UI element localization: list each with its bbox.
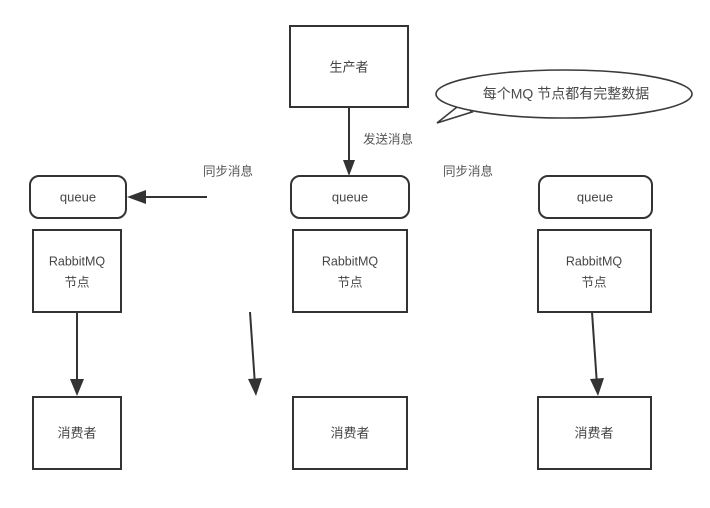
edge-producer-to-queue-arrowhead	[343, 160, 355, 176]
node-consumer-1[interactable]: 消费者	[32, 396, 122, 470]
node-consumer-3[interactable]: 消费者	[537, 396, 652, 470]
node-queue-3[interactable]: queue	[538, 175, 653, 219]
edge-broker-to-consumer-2-line	[249, 311, 256, 386]
edge-broker-to-consumer-1	[70, 312, 84, 396]
node-queue-2-box[interactable]	[290, 175, 410, 219]
node-consumer-3-box[interactable]	[537, 396, 652, 470]
node-queue-1[interactable]: queue	[29, 175, 127, 219]
edge-broker-to-consumer-3	[590, 311, 604, 396]
node-queue-1-box[interactable]	[29, 175, 127, 219]
edge-label-sync-right: 同步消息	[443, 163, 493, 178]
node-producer[interactable]: 生产者	[289, 25, 409, 108]
edge-broker-to-consumer-3-arrowhead	[590, 378, 604, 396]
node-broker-2[interactable]: RabbitMQ 节点	[292, 229, 408, 313]
node-broker-1-box[interactable]	[32, 229, 122, 313]
edge-label-send-message: 发送消息	[363, 131, 413, 146]
edge-producer-to-queue	[343, 107, 355, 176]
edge-broker-to-consumer-2	[248, 311, 262, 396]
callout-bubble-text: 每个MQ 节点都有完整数据	[483, 86, 649, 102]
edge-broker-to-consumer-2-arrowhead	[248, 378, 262, 396]
node-broker-3-label-line2: 节点	[581, 275, 606, 289]
node-broker-1[interactable]: RabbitMQ 节点	[32, 229, 122, 313]
node-broker-3-label-line1: RabbitMQ	[566, 254, 623, 268]
edge-label-sync-left: 同步消息	[203, 163, 253, 178]
node-broker-3[interactable]: RabbitMQ 节点	[537, 229, 652, 313]
edge-broker-to-consumer-1-arrowhead	[70, 379, 84, 396]
node-consumer-2[interactable]: 消费者	[292, 396, 408, 470]
node-queue-3-label: queue	[577, 189, 613, 204]
node-broker-3-box[interactable]	[537, 229, 652, 313]
node-producer-box[interactable]	[289, 25, 409, 108]
node-broker-1-label-line2: 节点	[64, 275, 89, 289]
callout-bubble-body[interactable]	[435, 69, 693, 119]
node-queue-2[interactable]: queue	[290, 175, 410, 219]
node-broker-1-label-line1: RabbitMQ	[49, 254, 106, 268]
node-consumer-1-box[interactable]	[32, 396, 122, 470]
node-queue-2-label: queue	[332, 189, 368, 204]
node-broker-2-label-line2: 节点	[337, 275, 362, 289]
node-consumer-2-box[interactable]	[292, 396, 408, 470]
node-broker-2-box[interactable]	[292, 229, 408, 313]
node-queue-1-label: queue	[60, 189, 96, 204]
edge-sync-left	[127, 190, 207, 204]
node-consumer-2-label: 消费者	[330, 425, 369, 440]
node-consumer-1-label: 消费者	[57, 425, 96, 440]
edge-broker-to-consumer-3-line	[591, 311, 598, 386]
node-consumer-3-label: 消费者	[574, 425, 613, 440]
callout-bubble[interactable]: 每个MQ 节点都有完整数据	[435, 69, 693, 124]
node-broker-2-label-line1: RabbitMQ	[322, 254, 379, 268]
node-producer-label: 生产者	[329, 59, 368, 74]
node-queue-3-box[interactable]	[538, 175, 653, 219]
edge-sync-left-arrowhead	[127, 190, 146, 204]
